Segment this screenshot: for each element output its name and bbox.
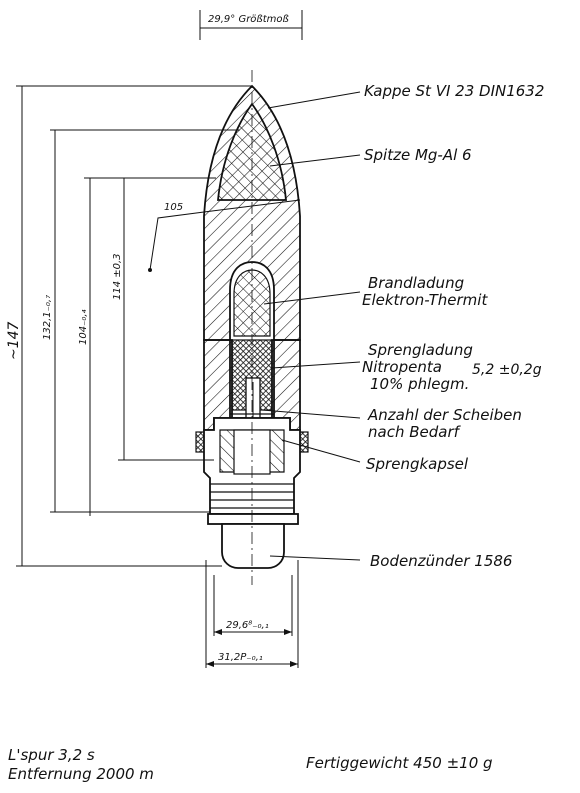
label-nitropenta: Nitropenta bbox=[362, 358, 442, 376]
label-brandladung: Brandladung bbox=[368, 274, 464, 292]
label-phlegm: 10% phlegm. bbox=[370, 375, 469, 393]
footer-lspur: L'spur 3,2 s bbox=[8, 746, 95, 764]
dim-inner: 29,6⁸₋₀,₁ bbox=[226, 620, 269, 631]
dim-132: 132,1₋₀,₇ bbox=[42, 295, 53, 340]
label-sprengkapsel: Sprengkapsel bbox=[366, 455, 469, 473]
label-spitze: Spitze Mg-Al 6 bbox=[364, 146, 472, 164]
top-dimension-label: 29,9° Größtmoß bbox=[208, 14, 289, 25]
dim-105: 105 bbox=[164, 202, 183, 213]
projectile-body bbox=[195, 70, 309, 668]
label-bodenzuender: Bodenzünder 1586 bbox=[370, 552, 512, 570]
left-dimensions: ~147 132,1₋₀,₇ 104₋₀,₄ 114 ±0,3 105 bbox=[6, 85, 301, 567]
bottom-dimensions: 29,6⁸₋₀,₁ 31,2P₋₀,₁ bbox=[206, 620, 298, 667]
label-kappe: Kappe St VI 23 DIN1632 bbox=[364, 82, 544, 100]
footer-entfernung: Entfernung 2000 m bbox=[8, 765, 154, 783]
brandladung bbox=[233, 269, 271, 337]
label-spreng-mass: 5,2 ±0,2g bbox=[472, 362, 542, 378]
leader-lines bbox=[261, 91, 361, 561]
dim-outer: 31,2P₋₀,₁ bbox=[218, 652, 263, 663]
dim-114: 114 ±0,3 bbox=[112, 253, 123, 300]
bodenzuender bbox=[221, 523, 285, 569]
dim-total: ~147 bbox=[6, 321, 22, 360]
label-elektron-thermit: Elektron-Thermit bbox=[362, 291, 488, 309]
label-sprengladung: Sprengladung bbox=[368, 341, 473, 359]
footer: L'spur 3,2 s Entfernung 2000 m Fertiggew… bbox=[8, 746, 493, 783]
callouts: Kappe St VI 23 DIN1632 Spitze Mg-Al 6 Br… bbox=[362, 82, 544, 570]
footer-gewicht: Fertiggewicht 450 ±10 g bbox=[306, 754, 493, 772]
top-dimension: 29,9° Größtmoß bbox=[199, 10, 303, 40]
label-scheiben: Anzahl der Scheiben bbox=[367, 406, 522, 424]
dim-104: 104₋₀,₄ bbox=[78, 309, 89, 345]
label-nach-bedarf: nach Bedarf bbox=[368, 423, 462, 441]
